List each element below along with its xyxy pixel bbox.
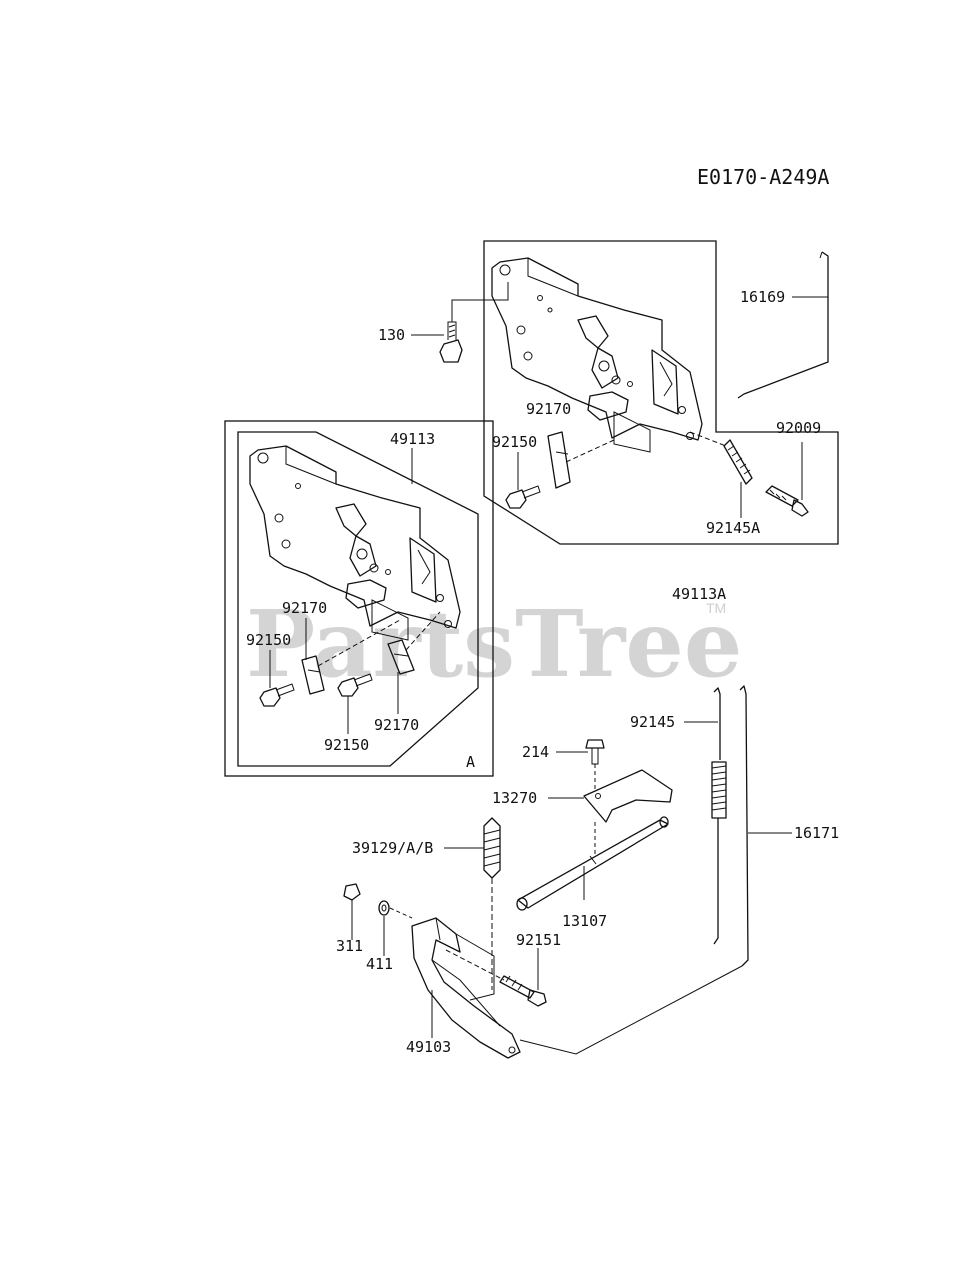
label-92150-left: 92150 (246, 631, 291, 649)
label-92170-bottom: 92170 (374, 716, 419, 734)
rod-16171 (519, 685, 749, 1055)
label-92150-top: 92150 (492, 433, 537, 451)
label-311: 311 (336, 937, 363, 955)
spring-39129 (483, 817, 501, 879)
label-16171: 16171 (794, 824, 839, 842)
label-92150-bottom: 92150 (324, 736, 369, 754)
label-92151: 92151 (516, 931, 561, 949)
watermark: PartsTree (246, 590, 742, 698)
plate-13270 (583, 769, 673, 823)
lever-49103 (411, 917, 521, 1059)
bolt-92150-bottom (337, 673, 373, 697)
label-92145: 92145 (630, 713, 675, 731)
label-92009: 92009 (776, 419, 821, 437)
nut-311 (343, 883, 361, 901)
label-13107: 13107 (562, 912, 607, 930)
diagram-code: E0170-A249A (697, 165, 829, 189)
label-49113: 49113 (390, 430, 435, 448)
spring-92145A (723, 439, 753, 485)
label-13270: 13270 (492, 789, 537, 807)
bolt-130 (439, 321, 463, 363)
inset-a-frame (224, 420, 494, 777)
inset-letter: A (466, 753, 475, 771)
watermark-trademark: TM (706, 600, 726, 616)
label-92145A: 92145A (706, 519, 760, 537)
bolt-92150-top (505, 485, 541, 509)
label-16169: 16169 (740, 288, 785, 306)
spring-rod-92145 (711, 687, 727, 945)
control-plate-top (491, 257, 703, 453)
label-49103: 49103 (406, 1038, 451, 1056)
control-plate-inset (249, 445, 461, 641)
label-214: 214 (522, 743, 549, 761)
label-411: 411 (366, 955, 393, 973)
label-92170-top: 92170 (526, 400, 571, 418)
shaft-13107 (516, 816, 669, 911)
clip-92170-left (301, 655, 325, 695)
label-49113A: 49113A (672, 585, 726, 603)
bolt-92009 (765, 485, 809, 517)
rod-16169 (737, 251, 829, 399)
bolt-92150-left (259, 683, 295, 707)
label-92170-left: 92170 (282, 599, 327, 617)
clip-92170-bottom (387, 639, 415, 675)
clip-92170-top (547, 431, 571, 489)
bolt-92151 (499, 975, 547, 1007)
label-39129: 39129/A/B (352, 839, 433, 857)
screw-214 (585, 739, 605, 765)
top-assembly-frame (483, 240, 839, 545)
label-130: 130 (378, 326, 405, 344)
washer-411 (378, 900, 390, 916)
